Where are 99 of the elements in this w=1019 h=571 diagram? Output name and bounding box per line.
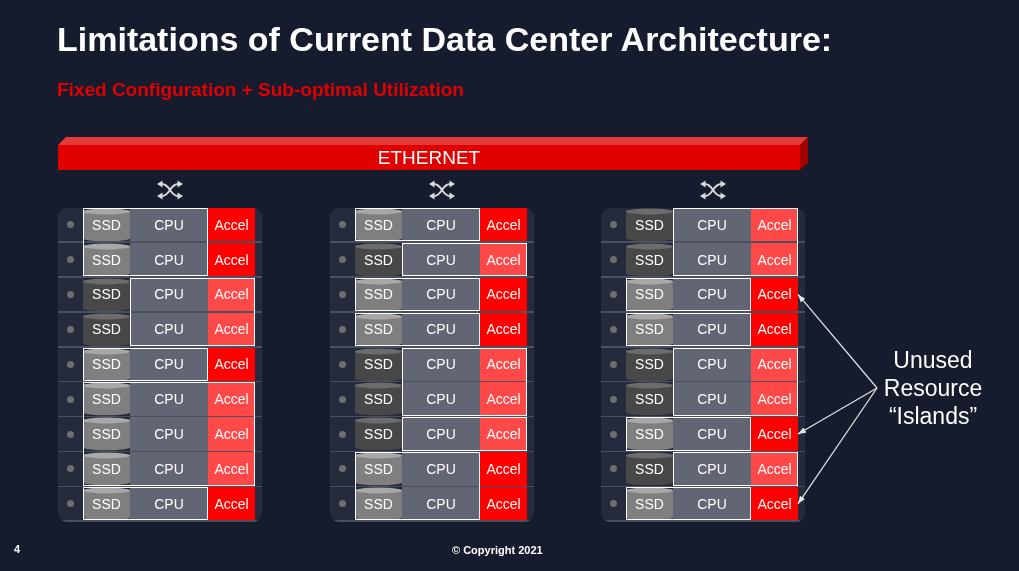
accelerator-module: Accel <box>751 312 798 347</box>
allocation-outline <box>83 347 208 381</box>
allocation-outline <box>83 382 255 486</box>
accelerator-module: Accel <box>480 382 527 416</box>
cpu-module: CPU <box>402 208 480 242</box>
copyright-notice: © Copyright 2021 <box>452 544 543 557</box>
cpu-module: CPU <box>402 277 480 312</box>
accelerator-module: Accel <box>480 277 527 312</box>
storage-cylinder: SSD <box>355 208 402 242</box>
accelerator-module: Accel <box>208 312 255 346</box>
allocation-outline <box>626 277 751 312</box>
accelerator-module: Accel <box>208 487 255 521</box>
allocation-outline <box>355 208 480 242</box>
cpu-module: CPU <box>673 242 751 277</box>
accelerator-module: Accel <box>751 208 798 242</box>
cpu-module: CPU <box>673 347 751 381</box>
leader-arrow <box>797 293 878 389</box>
accelerator-module: Accel <box>208 242 255 277</box>
storage-cylinder: SSD <box>83 417 130 451</box>
storage-cylinder: SSD <box>626 382 673 416</box>
cpu-module: CPU <box>402 347 480 381</box>
cpu-module: CPU <box>402 417 480 451</box>
allocation-outline <box>130 277 255 347</box>
allocation-outline <box>402 417 527 451</box>
accelerator-module: Accel <box>751 417 798 451</box>
cpu-module: CPU <box>673 312 751 347</box>
cpu-module: CPU <box>130 452 208 486</box>
allocation-outline <box>673 452 798 486</box>
accelerator-module: Accel <box>751 242 798 277</box>
cpu-module: CPU <box>402 382 480 416</box>
accelerator-module: Accel <box>751 382 798 416</box>
accelerator-module: Accel <box>480 208 527 242</box>
allocation-outline <box>402 242 527 277</box>
accelerator-module: Accel <box>208 208 255 242</box>
storage-cylinder: SSD <box>626 452 673 486</box>
accelerator-module: Accel <box>751 452 798 486</box>
storage-cylinder: SSD <box>626 487 673 521</box>
allocation-outline <box>355 312 480 347</box>
accelerator-module: Accel <box>751 347 798 381</box>
allocation-outline <box>673 347 798 416</box>
allocation-outline <box>626 417 751 451</box>
accelerator-module: Accel <box>751 487 798 521</box>
cpu-module: CPU <box>130 242 208 277</box>
cpu-module: CPU <box>673 417 751 451</box>
callout-text: Unused Resource “Islands” <box>877 346 989 430</box>
slide-title: Limitations of Current Data Center Architecture: <box>57 19 833 59</box>
allocation-outline <box>83 487 208 521</box>
server-rack <box>58 208 262 522</box>
allocation-outline <box>355 452 480 521</box>
cpu-module: CPU <box>673 382 751 416</box>
storage-cylinder: SSD <box>83 382 130 416</box>
cpu-module: CPU <box>673 452 751 486</box>
cpu-module: CPU <box>130 277 208 312</box>
cpu-module: CPU <box>130 208 208 242</box>
allocation-outline <box>355 277 480 312</box>
accelerator-module: Accel <box>480 417 527 451</box>
accelerator-module: Accel <box>208 417 255 451</box>
allocation-outline <box>626 312 751 347</box>
storage-cylinder: SSD <box>626 208 673 242</box>
page-number: 4 <box>14 543 21 556</box>
server-rack <box>601 208 805 522</box>
cpu-module: CPU <box>402 452 480 486</box>
storage-cylinder: SSD <box>83 487 130 521</box>
accelerator-module: Accel <box>208 382 255 416</box>
accelerator-module: Accel <box>480 242 527 277</box>
leader-arrow <box>797 387 878 505</box>
cpu-module: CPU <box>673 487 751 521</box>
cpu-module: CPU <box>673 208 751 242</box>
cpu-module: CPU <box>402 312 480 347</box>
storage-cylinder: SSD <box>355 382 402 416</box>
accelerator-module: Accel <box>480 487 527 521</box>
storage-cylinder: SSD <box>355 452 402 486</box>
slide-subtitle: Fixed Configuration + Sub-optimal Utilization <box>57 79 464 101</box>
storage-cylinder: SSD <box>355 417 402 451</box>
storage-cylinder: SSD <box>626 417 673 451</box>
accelerator-module: Accel <box>208 277 255 312</box>
allocation-outline <box>626 487 751 521</box>
cpu-module: CPU <box>402 487 480 521</box>
accelerator-module: Accel <box>751 277 798 312</box>
cpu-module: CPU <box>130 382 208 416</box>
storage-cylinder: SSD <box>355 487 402 521</box>
leader-arrow <box>797 387 878 435</box>
cpu-module: CPU <box>130 487 208 521</box>
cpu-module: CPU <box>130 312 208 346</box>
allocation-outline <box>673 208 798 277</box>
cpu-module: CPU <box>402 242 480 277</box>
storage-cylinder: SSD <box>83 452 130 486</box>
allocation-outline <box>83 208 208 277</box>
cpu-module: CPU <box>130 347 208 381</box>
allocation-outline <box>402 347 527 416</box>
accelerator-module: Accel <box>480 347 527 381</box>
accelerator-module: Accel <box>480 452 527 486</box>
cpu-module: CPU <box>130 417 208 451</box>
accelerator-module: Accel <box>480 312 527 347</box>
accelerator-module: Accel <box>208 452 255 486</box>
storage-cylinder: SSD <box>83 208 130 242</box>
accelerator-module: Accel <box>208 347 255 381</box>
cpu-module: CPU <box>673 277 751 312</box>
server-rack <box>330 208 534 522</box>
